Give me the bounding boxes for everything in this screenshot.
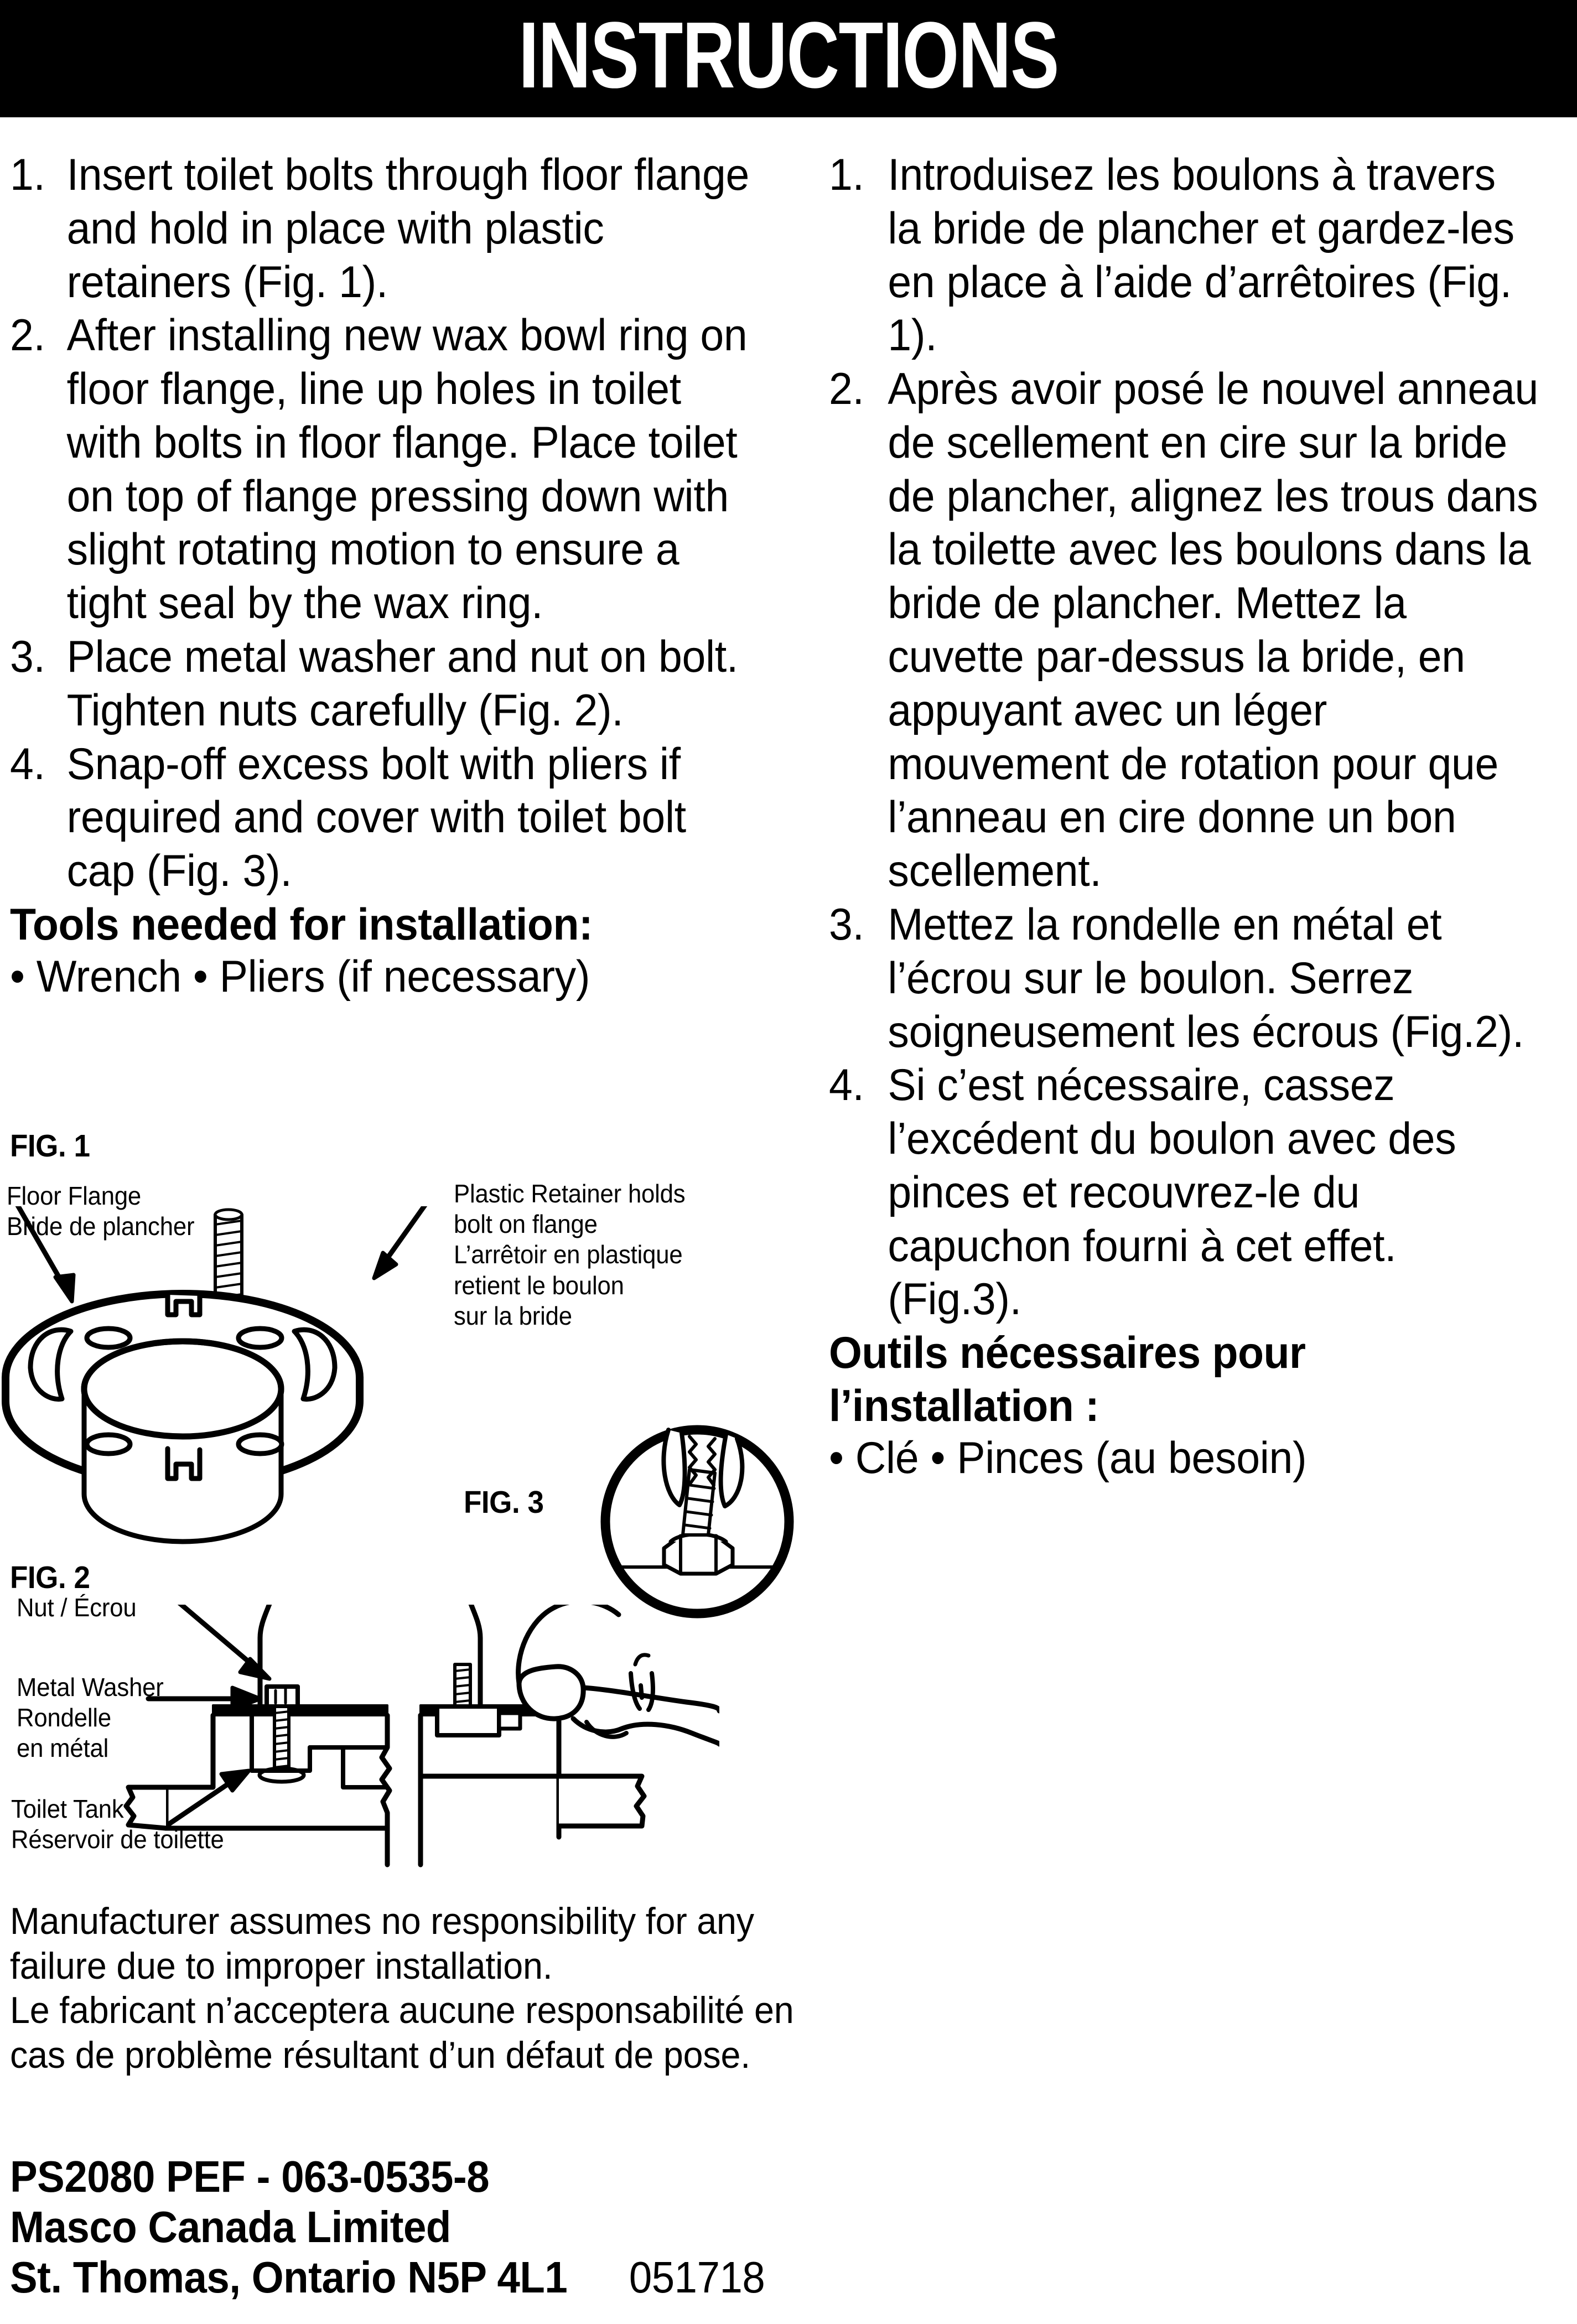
date-code: 051718 [629,2253,765,2302]
disclaimer-en-line1: Manufacturer assumes no responsibility f… [10,1900,754,1942]
figure-3-bolt-cap-detail [600,1425,794,1618]
liability-disclaimer: Manufacturer assumes no responsibility f… [10,1899,1219,2077]
washer-callout-fr-1: Rondelle [17,1703,111,1732]
english-tools-list: • Wrench • Pliers (if necessary) [10,951,590,1002]
retainer-callout-fr-2: retient le boulon [454,1270,624,1300]
flange-arrow-head [53,1273,76,1304]
step-number: 4. [10,739,45,789]
tank-arrow-head [219,1768,251,1793]
step-text: Si c’est nécessaire, cassez l’excédent d… [888,1060,1456,1325]
figure-1-floor-flange-diagram [2,1206,428,1544]
floor-flange-icon [2,1290,364,1544]
figure-1-label: FIG. 1 [10,1128,90,1164]
figure-2-tank-bolt-diagram [123,1605,719,1868]
disclaimer-fr-line1: Le fabricant n’acceptera aucune responsa… [10,1989,794,2032]
break-edge-left [123,1784,169,1831]
company-address-line: St. Thomas, Ontario N5P 4L1 051718 [10,2252,1296,2302]
step-number: 1. [10,150,45,200]
step-text: After installing new wax bowl ring on fl… [66,310,748,629]
pliers-icon [661,1428,745,1508]
plastic-retainer-callout: Plastic Retainer holds bolt on flange L’… [454,1179,686,1331]
left-bolt-assembly [257,1684,306,1784]
hex-nut-icon [662,1532,735,1576]
step-text: Après avoir posé le nouvel anneau de sce… [888,364,1538,896]
retainer-arrow-head [372,1251,398,1280]
list-item: 4. Snap-off excess bolt with pliers if r… [10,738,756,898]
tank-arrow-line [163,1777,237,1829]
model-number: PS2080 PEF - 063-0535-8 [10,2152,490,2201]
list-item: 2. After installing new wax bowl ring on… [10,309,756,630]
french-instructions-column: 1. Introduisez les boulons à travers la … [829,148,1576,1485]
english-instructions-column: 1. Insert toilet bolts through floor fla… [10,148,796,1003]
break-edge-right [556,1773,647,1829]
figure-2-label: FIG. 2 [10,1560,90,1595]
step-text: Introduisez les boulons à travers la bri… [888,150,1514,361]
step-number: 3. [10,632,45,682]
flange-arrow-line [15,1206,68,1291]
step-text: Mettez la rondelle en métal et l’écrou s… [888,899,1524,1057]
header-bar: INSTRUCTIONS [0,0,1577,117]
step-number: 3. [829,899,864,950]
french-tools-list: • Clé • Pinces (au besoin) [829,1433,1307,1483]
tank-callout-en: Toilet Tank [11,1794,124,1823]
tank-inner-ledge [308,1745,390,1789]
floor-flange-callout: Floor Flange Bride de plancher [7,1181,195,1242]
retainer-arrow-line [379,1206,428,1269]
snapped-bolt-icon [681,1468,717,1537]
nut-callout-text: Nut / Écrou [17,1593,137,1622]
washer-callout-fr-2: en métal [17,1734,109,1763]
english-step-list: 1. Insert toilet bolts through floor fla… [10,148,796,898]
tank-rim-left [212,1704,388,1716]
nut-arrow-head [238,1657,272,1681]
list-item: 1. Introduisez les boulons à travers la … [829,148,1539,362]
step-text: Insert toilet bolts through floor flange… [66,150,750,307]
bowl-right-wall [468,1605,483,1713]
step-number: 4. [829,1060,864,1111]
page-title: INSTRUCTIONS [518,3,1059,108]
floor-flange-callout-en: Floor Flange [7,1181,142,1210]
french-tools-heading-line1: Outils nécessaires pour [829,1328,1306,1378]
disclaimer-en-line2: failure due to improper installation. [10,1944,553,1987]
hand-icon [516,1605,719,1747]
english-tools-heading: Tools needed for installation: [10,899,593,950]
bowl-left-wall [257,1605,272,1713]
company-name: Masco Canada Limited [10,2202,451,2252]
list-item: 2. Après avoir posé le nouvel anneau de … [829,362,1539,898]
list-item: 4. Si c’est nécessaire, cassez l’excéden… [829,1059,1539,1326]
step-text: Place metal washer and nut on bolt. Tigh… [66,632,739,735]
pedestal-walls [418,1773,562,1840]
french-step-list: 1. Introduisez les boulons à travers la … [829,148,1576,1326]
step-text: Snap-off excess bolt with pliers if requ… [66,739,687,896]
step-number: 2. [829,364,864,414]
retainer-callout-en-2: bolt on flange [454,1210,598,1239]
step-number: 1. [829,150,864,200]
french-tools-heading-line2: l’installation : [829,1381,1099,1431]
figure-3-label: FIG. 3 [464,1485,544,1520]
washer-callout-en: Metal Washer [17,1673,164,1702]
retainer-callout-fr-3: sur la bride [454,1301,572,1330]
list-item: 3. Mettez la rondelle en métal et l’écro… [829,898,1539,1059]
nut-arrow-line [177,1605,257,1669]
step-number: 2. [10,310,45,361]
break-edge-center [379,1713,392,1868]
list-item: 1. Insert toilet bolts through floor fla… [10,148,756,309]
disclaimer-fr-line2: cas de problème résultant d’un défaut de… [10,2034,751,2076]
retainer-callout-fr-1: L’arrêtoir en plastique [454,1240,683,1269]
company-address: St. Thomas, Ontario N5P 4L1 [10,2253,568,2302]
list-item: 3. Place metal washer and nut on bolt. T… [10,630,756,738]
footer: PS2080 PEF - 063-0535-8 Masco Canada Lim… [10,2151,1393,2303]
metal-washer-callout: Metal Washer Rondelle en métal [17,1672,164,1764]
retainer-callout-en-1: Plastic Retainer holds [454,1179,686,1208]
right-bolt-assembly [435,1663,522,1737]
tank-inner-left [250,1713,390,1773]
nut-callout: Nut / Écrou [17,1592,137,1623]
